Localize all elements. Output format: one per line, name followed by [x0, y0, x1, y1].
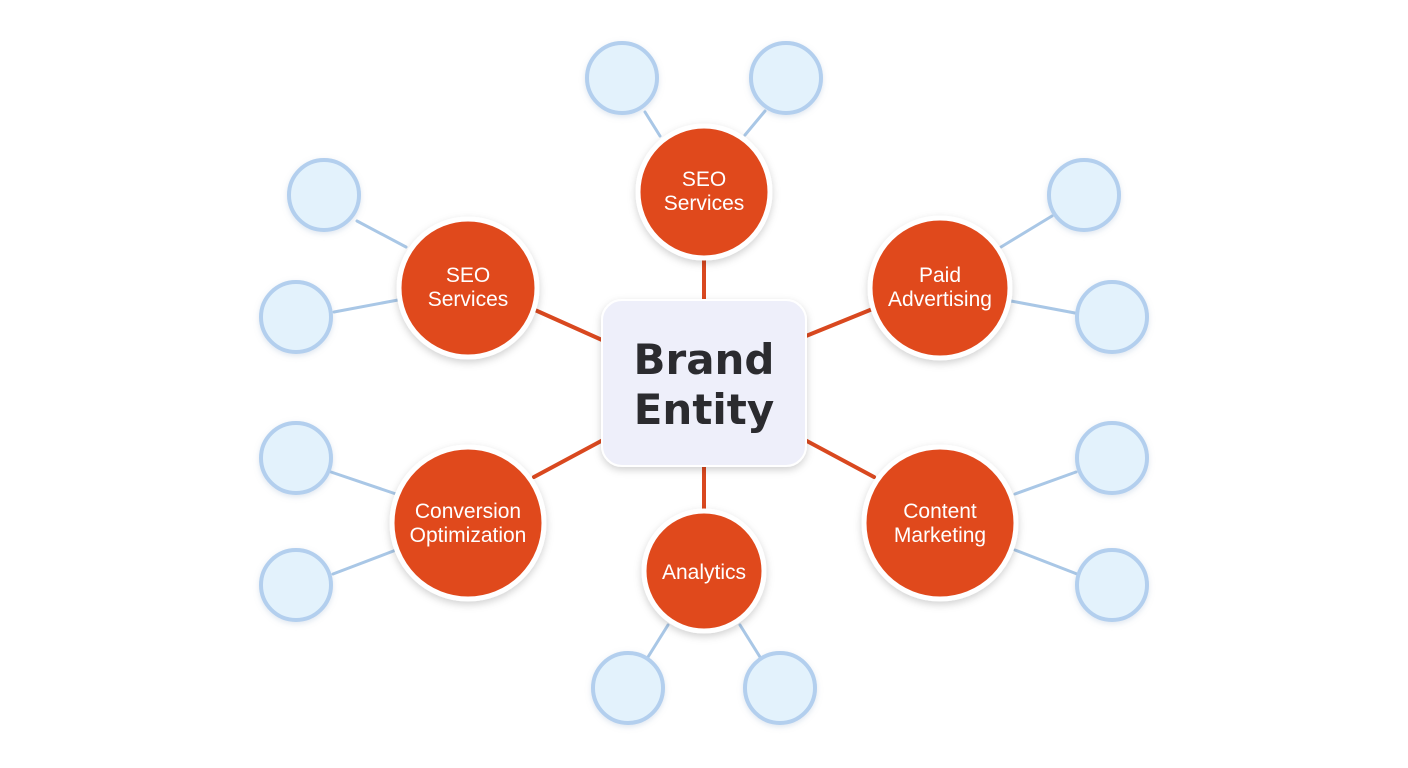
connector-seo-top-to-leaf-2 [743, 109, 767, 137]
connector-seo-left-to-leaf-1 [355, 219, 408, 249]
hub-circle [389, 444, 547, 602]
center-node-brand-entity: Brand Entity [601, 299, 807, 467]
leaf-node [259, 421, 333, 495]
hub-label-line2: Services [428, 288, 509, 311]
leaf-node [591, 651, 665, 725]
hub-label-line1: Paid [919, 264, 961, 287]
center-box [601, 299, 807, 467]
leaf-node [287, 158, 361, 232]
connector-center-to-seo-services-left [533, 308, 604, 342]
leaf-node [1075, 548, 1149, 622]
hub-node-analytics: Analytics [641, 508, 767, 634]
hub-circle [396, 216, 540, 360]
hub-node-conversion-optimization: Conversion Optimization [389, 444, 547, 602]
hub-circle [635, 123, 773, 261]
connector-center-to-content-marketing [803, 438, 876, 479]
hub-label-line1: SEO [682, 168, 726, 191]
leaf-node [743, 651, 817, 725]
leaf-node [585, 41, 659, 115]
connector-seo-top-to-leaf-1 [643, 110, 662, 138]
center-label-line2: Entity [634, 385, 775, 434]
connector-analytics-to-leaf-2 [738, 623, 762, 659]
hub-label-line1: Content [903, 500, 977, 523]
leaf-nodes [259, 41, 1149, 725]
connector-paid-to-leaf-2 [1009, 299, 1077, 315]
connector-content-to-leaf-1 [1013, 470, 1078, 496]
hub-circle [641, 508, 767, 634]
hub-circle [861, 444, 1019, 602]
hub-label-line1: Conversion [415, 500, 521, 523]
leaf-node [749, 41, 823, 115]
hub-connectors [532, 256, 877, 514]
hub-label-line2: Optimization [410, 524, 527, 547]
leaf-node [1075, 421, 1149, 495]
hub-label-line1: Analytics [662, 561, 746, 584]
connector-conversion-to-leaf-1 [329, 470, 398, 496]
hub-label-line2: Marketing [894, 524, 986, 547]
leaf-connectors [329, 109, 1079, 659]
hub-label-line1: SEO [446, 264, 490, 287]
hub-node-content-marketing: Content Marketing [861, 444, 1019, 602]
leaf-node [1047, 158, 1121, 232]
leaf-node [259, 548, 333, 622]
hub-node-seo-services-top: SEO Services [635, 123, 773, 261]
hub-node-seo-services-left: SEO Services [396, 216, 540, 360]
hub-label-line2: Advertising [888, 288, 992, 311]
center-label-line1: Brand [633, 335, 774, 384]
connector-paid-to-leaf-1 [999, 214, 1054, 249]
connector-seo-left-to-leaf-2 [332, 298, 400, 314]
connector-analytics-to-leaf-1 [646, 623, 670, 659]
connector-conversion-to-leaf-2 [331, 548, 398, 576]
connector-center-to-conversion-optimization [532, 438, 605, 479]
hub-node-paid-advertising: Paid Advertising [867, 215, 1013, 361]
hub-circle [867, 215, 1013, 361]
leaf-node [259, 280, 333, 354]
connector-center-to-paid-advertising [804, 306, 877, 338]
connector-content-to-leaf-2 [1013, 548, 1079, 576]
hub-label-line2: Services [664, 192, 745, 215]
leaf-node [1075, 280, 1149, 354]
